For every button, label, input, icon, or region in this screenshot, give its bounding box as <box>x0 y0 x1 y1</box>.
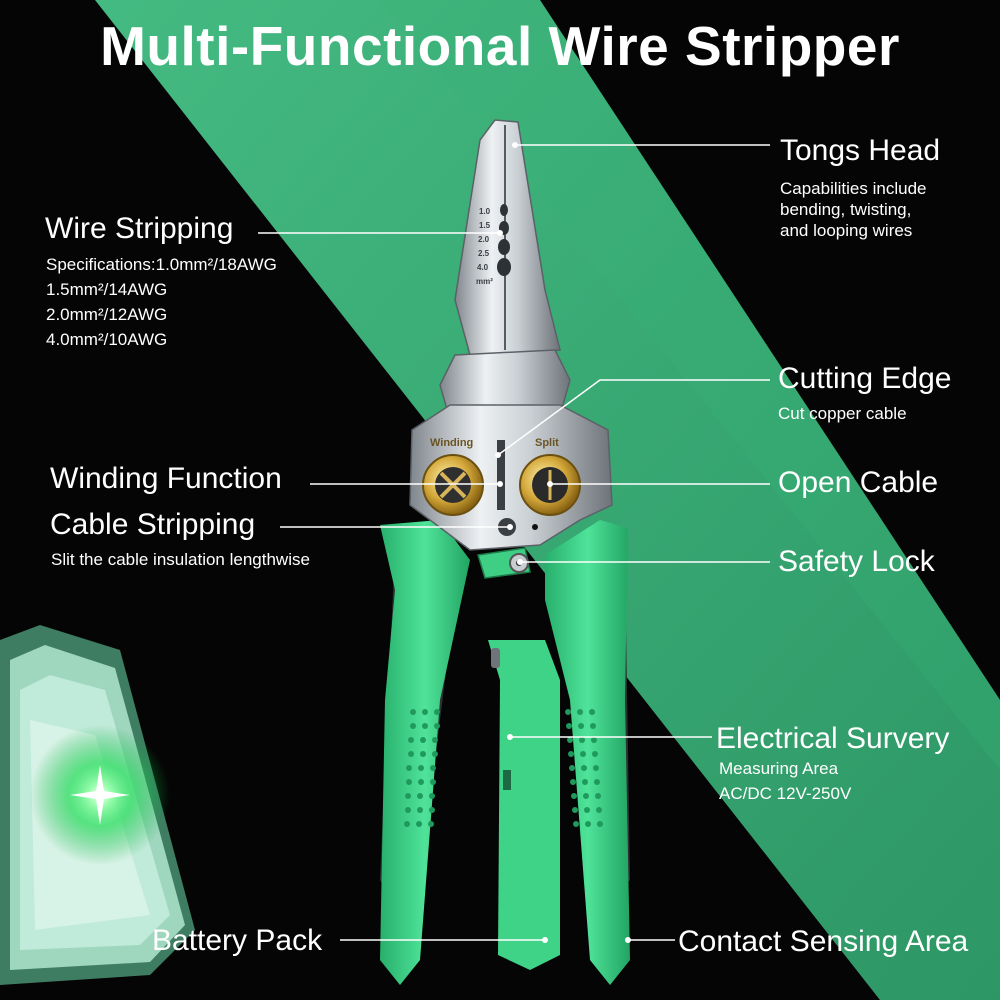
svg-text:1.0: 1.0 <box>479 207 491 216</box>
electrical-survey-desc-1: Measuring Area <box>719 759 839 778</box>
svg-text:1.5: 1.5 <box>479 221 491 230</box>
svg-text:4.0: 4.0 <box>477 263 489 272</box>
stripping-notches <box>497 204 511 276</box>
open-cable-heading: Open Cable <box>778 466 939 499</box>
battery-pack-heading: Battery Pack <box>152 924 323 957</box>
wire-stripping-spec-4: 4.0mm²/10AWG <box>46 330 168 349</box>
cutting-edge-desc: Cut copper cable <box>778 404 907 423</box>
voltage-tester-module <box>488 640 560 970</box>
tongs-head <box>454 119 561 356</box>
svg-text:mm²: mm² <box>476 277 493 286</box>
winding-function-heading: Winding Function <box>50 462 282 495</box>
right-handle <box>545 520 630 985</box>
wire-stripping-heading: Wire Stripping <box>45 212 234 245</box>
tongs-head-desc-2: bending, twisting, <box>780 200 912 219</box>
split-marking: Split <box>535 437 559 449</box>
wire-stripping-spec-3: 2.0mm²/12AWG <box>46 305 168 324</box>
tongs-head-desc-1: Capabilities include <box>780 179 927 198</box>
cable-stripping-desc: Slit the cable insulation lengthwise <box>51 550 310 569</box>
tongs-head-heading: Tongs Head <box>780 134 941 167</box>
gauge-markings: 1.0 1.5 2.0 2.5 4.0 mm² <box>476 207 493 286</box>
page-title: Multi-Functional Wire Stripper <box>100 15 900 77</box>
tongs-head-desc-3: and looping wires <box>780 221 913 240</box>
electrical-survey-desc-2: AC/DC 12V-250V <box>719 784 852 803</box>
safety-lock-heading: Safety Lock <box>778 545 935 578</box>
battery-pack-inset <box>0 625 195 985</box>
wire-stripping-spec-1: Specifications:1.0mm²/18AWG <box>46 255 277 274</box>
grip-dots-left <box>404 709 440 827</box>
electrical-survey-heading: Electrical Survery <box>716 722 950 755</box>
contact-sensing-heading: Contact Sensing Area <box>678 925 969 958</box>
grip-dots-right <box>565 709 603 827</box>
cable-stripping-heading: Cable Stripping <box>50 508 256 541</box>
svg-text:2.5: 2.5 <box>478 249 490 258</box>
winding-marking: Winding <box>430 437 473 449</box>
wire-stripping-spec-2: 1.5mm²/14AWG <box>46 280 168 299</box>
svg-text:2.0: 2.0 <box>478 235 490 244</box>
cutting-edge-heading: Cutting Edge <box>778 362 952 395</box>
